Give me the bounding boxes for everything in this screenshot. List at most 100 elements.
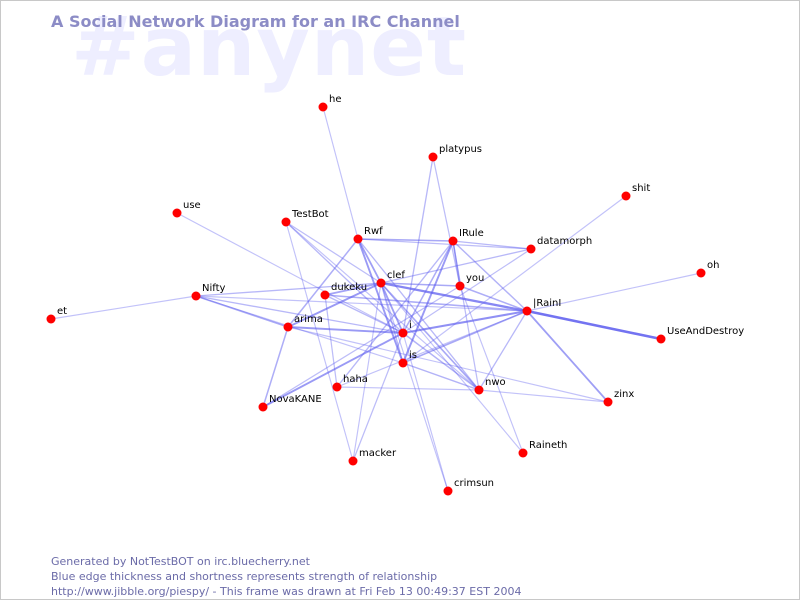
node-dot bbox=[656, 334, 666, 344]
edge-TestBot-nwo bbox=[285, 221, 480, 391]
node-label: oh bbox=[707, 260, 719, 271]
edge-you-NovaKANE bbox=[262, 285, 461, 408]
edge-he-Rwf bbox=[322, 106, 359, 240]
edge-dukeku-IRainI bbox=[324, 294, 528, 312]
node-clef: clef bbox=[376, 270, 405, 288]
node-dot bbox=[398, 358, 408, 368]
node-label: haha bbox=[343, 374, 368, 385]
node-dukeku: dukeku bbox=[320, 282, 367, 300]
node-label: macker bbox=[359, 448, 397, 459]
node-dot bbox=[353, 234, 363, 244]
node-arima: arima bbox=[283, 314, 323, 332]
edge-nwo-zinx bbox=[478, 389, 609, 403]
node-dot bbox=[318, 102, 328, 112]
edge-Rwf-arima bbox=[287, 238, 359, 328]
node-macker: macker bbox=[348, 448, 397, 466]
edge-clef-arima bbox=[287, 282, 382, 328]
node-IRainI: |RainI bbox=[522, 298, 561, 316]
edge-you-Raineth bbox=[459, 285, 524, 454]
footer: Generated by NotTestBOT on irc.bluecherr… bbox=[51, 554, 521, 599]
node-dot bbox=[191, 291, 201, 301]
node-dot bbox=[348, 456, 358, 466]
edge-TestBot-i bbox=[285, 221, 404, 334]
edge-shit-is bbox=[402, 195, 627, 364]
node-label: nwo bbox=[485, 377, 506, 388]
edge-clef-you bbox=[380, 282, 461, 287]
node-label: TestBot bbox=[291, 209, 329, 220]
edge-IRainI-nwo bbox=[478, 310, 528, 391]
edge-et-Nifty bbox=[50, 295, 197, 320]
node-nwo: nwo bbox=[474, 377, 506, 395]
edge-haha-nwo bbox=[336, 386, 480, 391]
node-label: is bbox=[409, 350, 417, 361]
edge-datamorph-clef bbox=[380, 248, 532, 284]
node-shit: shit bbox=[621, 183, 650, 201]
edge-i-crimsun bbox=[402, 332, 449, 492]
node-label: Rwf bbox=[364, 226, 383, 237]
node-label: you bbox=[466, 273, 484, 284]
node-zinx: zinx bbox=[603, 389, 634, 407]
node-label: crimsun bbox=[454, 478, 494, 489]
node-dot bbox=[398, 328, 408, 338]
edge-use-i bbox=[176, 212, 404, 334]
edge-IRule-i bbox=[402, 240, 454, 334]
node-dot bbox=[526, 244, 536, 254]
node-is: is bbox=[398, 350, 417, 368]
edge-Rwf-is bbox=[357, 238, 404, 364]
edge-clef-crimsun bbox=[380, 282, 449, 492]
node-dot bbox=[621, 191, 631, 201]
edge-arima-NovaKANE bbox=[262, 326, 289, 408]
node-dot bbox=[376, 278, 386, 288]
edge-clef-Raineth bbox=[380, 282, 524, 454]
node-label: shit bbox=[632, 183, 650, 194]
footer-legend: Blue edge thickness and shortness repres… bbox=[51, 570, 438, 583]
node-label: Nifty bbox=[202, 283, 226, 294]
node-dot bbox=[603, 397, 613, 407]
channel-watermark: #anynet bbox=[71, 0, 468, 95]
edge-Nifty-clef bbox=[195, 282, 382, 297]
node-dot bbox=[46, 314, 56, 324]
node-label: i bbox=[409, 320, 412, 331]
edge-i-IRainI bbox=[401, 309, 529, 335]
node-label: he bbox=[329, 94, 342, 105]
node-dot bbox=[428, 152, 438, 162]
node-IRule: IRule bbox=[448, 228, 484, 246]
node-label: platypus bbox=[439, 144, 482, 155]
node-use: use bbox=[172, 200, 201, 218]
node-label: NovaKANE bbox=[269, 394, 322, 405]
node-dot bbox=[455, 281, 465, 291]
footer-credit: http://www.jibble.org/piespy/ - This fra… bbox=[51, 585, 522, 598]
edge-TestBot-macker bbox=[285, 221, 354, 462]
node-TestBot: TestBot bbox=[281, 209, 329, 227]
footer-generated-by: Generated by NotTestBOT on irc.bluecherr… bbox=[51, 555, 310, 568]
edge-i-NovaKANE bbox=[262, 332, 404, 408]
edge-IRainI-UseAndDestroy bbox=[525, 309, 663, 341]
edge-Rwf-nwo bbox=[357, 238, 480, 391]
node-i: i bbox=[398, 320, 412, 338]
edge-dukeku-i bbox=[324, 294, 404, 334]
node-label: arima bbox=[294, 314, 323, 325]
edge-Rwf-clef bbox=[357, 238, 382, 284]
node-label: clef bbox=[387, 270, 405, 281]
node-dot bbox=[522, 306, 532, 316]
edge-is-nwo bbox=[402, 362, 480, 391]
node-dot bbox=[281, 217, 291, 227]
node-label: |RainI bbox=[533, 298, 561, 309]
node-dot bbox=[696, 268, 706, 278]
edge-IRule-haha bbox=[336, 240, 454, 388]
node-dot bbox=[320, 290, 330, 300]
node-label: Raineth bbox=[529, 440, 567, 451]
edge-dukeku-clef bbox=[324, 282, 382, 296]
node-dot bbox=[443, 486, 453, 496]
edge-IRule-IRainI bbox=[452, 240, 528, 312]
edge-clef-is bbox=[380, 282, 404, 364]
edge-layer bbox=[50, 106, 702, 492]
edge-IRule-you bbox=[452, 240, 461, 287]
edge-arima-i bbox=[287, 326, 404, 334]
node-dot bbox=[448, 236, 458, 246]
node-dot bbox=[172, 208, 182, 218]
node-UseAndDestroy: UseAndDestroy bbox=[656, 326, 744, 344]
node-platypus: platypus bbox=[428, 144, 482, 162]
edge-you-IRainI bbox=[459, 285, 528, 312]
